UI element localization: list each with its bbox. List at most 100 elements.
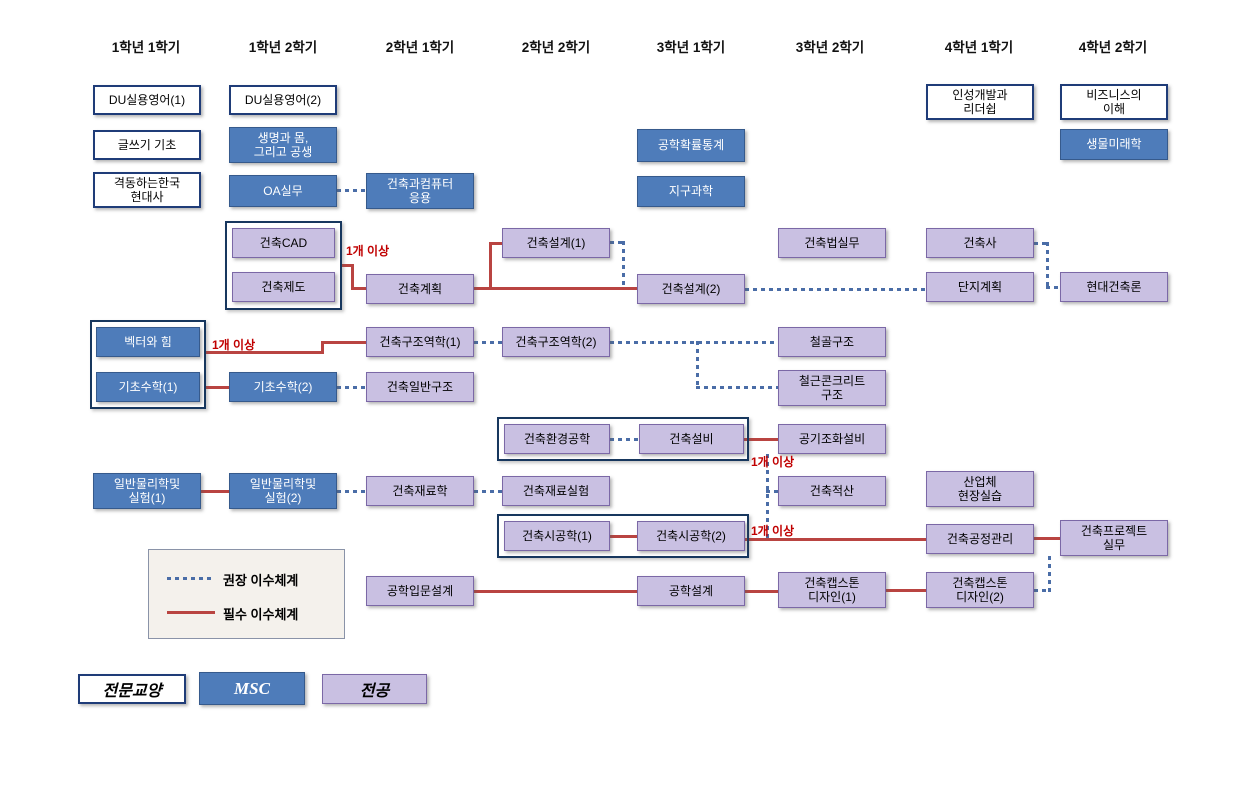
- connector-required: [886, 589, 926, 592]
- connector-recommended: [1046, 242, 1049, 288]
- course-box-du-english-2: DU실용영어(2): [229, 85, 337, 115]
- course-box-arch-computer-app: 건축과컴퓨터 응용: [366, 173, 474, 209]
- category-legend-major: 전공: [322, 674, 427, 704]
- course-box-arch-drafting: 건축제도: [232, 272, 335, 302]
- connector-recommended: [745, 288, 926, 291]
- connector-required: [351, 287, 637, 290]
- column-header: 1학년 1학기: [111, 40, 181, 55]
- course-box-structural-mech-2: 건축구조역학(2): [502, 327, 610, 357]
- min-one-required-label: 1개 이상: [751, 524, 795, 538]
- required-line-label: 필수 이수체계: [223, 607, 299, 622]
- connector-recommended: [337, 386, 366, 389]
- course-box-korean-modern-history: 격동하는한국 현대사: [93, 172, 201, 208]
- connector-required: [744, 438, 778, 441]
- connector-recommended: [337, 490, 366, 493]
- connector-recommended: [610, 438, 639, 441]
- connector-recommended: [622, 241, 625, 289]
- course-box-du-english-1: DU실용영어(1): [93, 85, 201, 115]
- connector-recommended: [474, 490, 502, 493]
- column-header: 4학년 2학기: [1078, 40, 1148, 55]
- course-box-arch-planning: 건축계획: [366, 274, 474, 304]
- course-box-construction-2: 건축시공학(2): [637, 521, 745, 551]
- connector-recommended: [696, 386, 778, 389]
- course-box-modern-arch-theory: 현대건축론: [1060, 272, 1168, 302]
- connector-required: [1034, 537, 1060, 540]
- connector-required: [342, 264, 354, 267]
- connector-recommended: [337, 189, 366, 192]
- course-box-building-services: 건축설비: [639, 424, 744, 454]
- connector-required: [206, 351, 324, 354]
- course-box-arch-project-practice: 건축프로젝트 실무: [1060, 520, 1168, 556]
- connector-required: [321, 341, 324, 354]
- connector-required: [351, 264, 354, 290]
- recommended-line-sample: [167, 577, 215, 580]
- course-box-basic-math-1: 기초수학(1): [96, 372, 200, 402]
- course-box-arch-design-1: 건축설계(1): [502, 228, 610, 258]
- connector-required: [474, 590, 637, 593]
- column-header: 2학년 2학기: [521, 40, 591, 55]
- course-box-life-body-symbiosis: 생명과 몸, 그리고 공생: [229, 127, 337, 163]
- course-box-physics-lab-2: 일반물리학및 실험(2): [229, 473, 337, 509]
- course-box-industry-internship: 산업체 현장실습: [926, 471, 1034, 507]
- connector-required: [206, 386, 229, 389]
- course-box-eng-design: 공학설계: [637, 576, 745, 606]
- course-group-outline: [497, 514, 749, 558]
- course-box-capstone-2: 건축캡스톤 디자인(2): [926, 572, 1034, 608]
- course-group-outline: [225, 221, 342, 310]
- course-box-construction-1: 건축시공학(1): [504, 521, 610, 551]
- course-box-process-management: 건축공정관리: [926, 524, 1034, 554]
- column-header: 3학년 2학기: [795, 40, 865, 55]
- connector-recommended: [766, 490, 778, 493]
- category-legend-msc: MSC: [199, 672, 305, 705]
- required-line-sample: [167, 611, 215, 614]
- connector-required: [745, 538, 926, 541]
- column-header: 1학년 2학기: [248, 40, 318, 55]
- course-box-site-planning: 단지계획: [926, 272, 1034, 302]
- connector-required: [201, 490, 229, 493]
- connector-recommended: [696, 341, 699, 387]
- line-legend: 권장 이수체계 필수 이수체계: [148, 549, 345, 639]
- connector-recommended: [766, 454, 769, 540]
- course-box-hvac: 공기조화설비: [778, 424, 886, 454]
- connector-recommended: [1046, 286, 1060, 289]
- column-header: 2학년 1학기: [385, 40, 455, 55]
- course-box-rc-structure: 철근콘크리트 구조: [778, 370, 886, 406]
- recommended-line-label: 권장 이수체계: [223, 573, 299, 588]
- course-box-vector-and-force: 벡터와 힘: [96, 327, 200, 357]
- course-box-arch-history: 건축사: [926, 228, 1034, 258]
- course-group-outline: [90, 320, 206, 409]
- column-header: 4학년 1학기: [944, 40, 1014, 55]
- course-box-materials-lab: 건축재료실험: [502, 476, 610, 506]
- course-box-eng-statistics: 공학확률통계: [637, 129, 745, 162]
- connector-recommended: [610, 241, 624, 244]
- course-box-earth-science: 지구과학: [637, 176, 745, 207]
- course-box-capstone-1: 건축캡스톤 디자인(1): [778, 572, 886, 608]
- course-box-arch-cad: 건축CAD: [232, 228, 335, 258]
- connector-required: [321, 341, 366, 344]
- course-box-estimation: 건축적산: [778, 476, 886, 506]
- category-legend-liberal: 전문교양: [78, 674, 186, 704]
- column-header: 3학년 1학기: [656, 40, 726, 55]
- course-box-arch-law-practice: 건축법실무: [778, 228, 886, 258]
- connector-required: [489, 242, 492, 290]
- course-box-structural-mech-1: 건축구조역학(1): [366, 327, 474, 357]
- connector-recommended: [1048, 556, 1051, 592]
- course-box-physics-lab-1: 일반물리학및 실험(1): [93, 473, 201, 509]
- connector-required: [745, 590, 778, 593]
- connector-required: [489, 242, 502, 245]
- course-box-bio-futures: 생물미래학: [1060, 129, 1168, 160]
- connector-required: [610, 535, 637, 538]
- course-box-writing-basics: 글쓰기 기초: [93, 130, 201, 160]
- course-box-intro-eng-design: 공학입문설계: [366, 576, 474, 606]
- course-box-arch-design-2: 건축설계(2): [637, 274, 745, 304]
- course-box-leadership: 인성개발과 리더쉽: [926, 84, 1034, 120]
- course-box-general-structure: 건축일반구조: [366, 372, 474, 402]
- connector-recommended: [474, 341, 502, 344]
- course-box-arch-env-eng: 건축환경공학: [504, 424, 610, 454]
- course-box-business-understanding: 비즈니스의 이해: [1060, 84, 1168, 120]
- connector-recommended: [610, 341, 778, 344]
- course-box-steel-structure: 철골구조: [778, 327, 886, 357]
- course-box-basic-math-2: 기초수학(2): [229, 372, 337, 402]
- min-one-required-label: 1개 이상: [751, 455, 795, 469]
